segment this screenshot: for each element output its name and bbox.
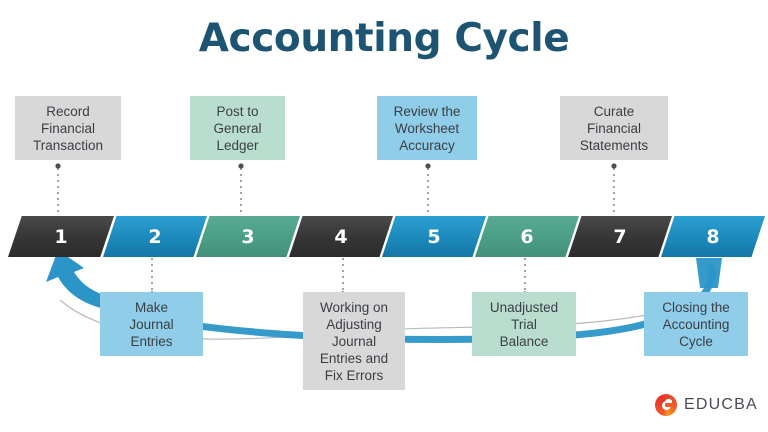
step-card-3-line-2: General (213, 120, 262, 136)
step-card-8[interactable]: Closing the Accounting Cycle (644, 292, 748, 356)
educba-circle-e-icon (655, 394, 677, 416)
step-card-3-line-1: Post to (216, 103, 259, 119)
step-chevron-5[interactable]: 5 (382, 216, 486, 257)
cycle-arrow-stem (696, 258, 722, 288)
step-card-5[interactable]: Review the Worksheet Accuracy (377, 96, 477, 160)
step-card-3-line-3: Ledger (216, 137, 259, 153)
dotted-connectors-top (57, 168, 615, 214)
step-chevron-8[interactable]: 8 (661, 216, 765, 257)
step-number-8: 8 (706, 225, 720, 248)
page-title: Accounting Cycle (198, 16, 570, 61)
dotted-connector-dots-top (55, 163, 617, 169)
step-card-1-line-2: Financial (40, 120, 96, 136)
step-card-7[interactable]: Curate Financial Statements (560, 96, 668, 160)
step-chevron-6[interactable]: 6 (475, 216, 579, 257)
step-chevron-1[interactable]: 1 (8, 216, 114, 257)
step-card-4[interactable]: Working on Adjusting Journal Entries and… (303, 292, 405, 390)
step-card-4-line-4: Entries and (319, 350, 389, 366)
step-card-6-line-2: Trial (511, 316, 537, 332)
step-card-8-line-3: Cycle (679, 333, 713, 349)
step-card-1-line-3: Transaction (32, 137, 104, 153)
step-card-5-line-2: Worksheet (394, 120, 460, 136)
step-card-2-line-2: Journal (129, 316, 174, 332)
step-card-4-line-1: Working on (319, 299, 389, 315)
step-card-7-line-1: Curate (593, 103, 635, 119)
educba-wordmark: EDUCBA (684, 396, 758, 413)
step-card-4-line-2: Adjusting (326, 316, 382, 332)
step-card-1-line-1: Record (46, 103, 90, 119)
step-chevron-4[interactable]: 4 (289, 216, 393, 257)
step-card-5-line-1: Review the (393, 103, 461, 119)
step-card-4-line-3: Journal (331, 333, 377, 349)
step-card-5-line-3: Accuracy (399, 137, 455, 153)
step-chevron-2[interactable]: 2 (103, 216, 207, 257)
step-card-6-line-1: Unadjusted (489, 299, 559, 315)
step-card-1[interactable]: Record Financial Transaction (15, 96, 121, 160)
step-chevron-7[interactable]: 7 (568, 216, 672, 257)
step-card-3[interactable]: Post to General Ledger (190, 96, 285, 160)
step-number-5: 5 (427, 225, 441, 248)
step-card-7-line-3: Statements (579, 137, 649, 153)
step-number-7: 7 (613, 225, 627, 248)
educba-logo: EDUCBA (655, 394, 758, 416)
step-card-4-line-5: Fix Errors (324, 367, 384, 383)
step-number-4: 4 (334, 225, 348, 248)
step-number-1: 1 (54, 225, 68, 248)
step-number-3: 3 (241, 225, 255, 248)
step-card-6-line-3: Balance (499, 333, 549, 349)
step-card-7-line-2: Financial (586, 120, 641, 136)
step-card-2-line-3: Entries (130, 333, 173, 349)
step-chevron-3[interactable]: 3 (196, 216, 300, 257)
step-number-6: 6 (520, 225, 534, 248)
step-card-2-line-1: Make (134, 299, 168, 315)
dotted-connectors-bottom (151, 258, 709, 292)
dotted-connector-dots-bottom (149, 291, 711, 297)
step-card-2[interactable]: Make Journal Entries (100, 292, 203, 356)
step-number-2: 2 (148, 225, 162, 248)
step-card-6[interactable]: Unadjusted Trial Balance (472, 292, 576, 356)
step-card-8-line-1: Closing the (662, 299, 730, 315)
step-card-8-line-2: Accounting (662, 316, 730, 332)
